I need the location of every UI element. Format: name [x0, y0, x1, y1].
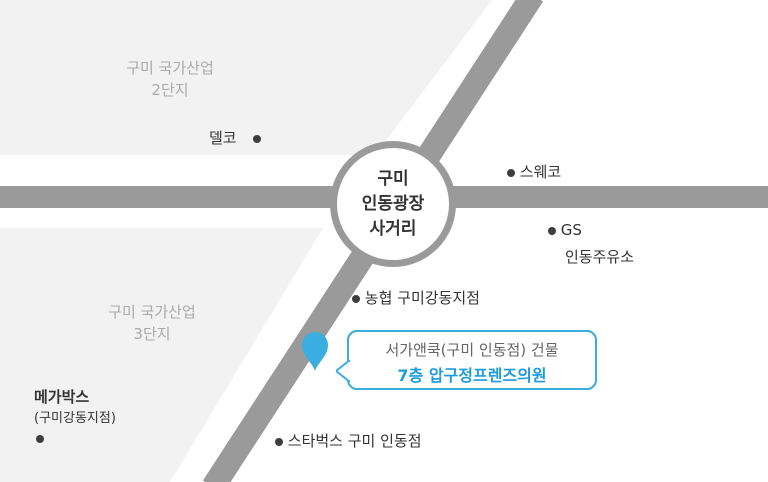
callout-pointer: [336, 360, 350, 382]
hub-line1: 구미: [377, 168, 409, 189]
district-3-name: 구미 국가산업: [108, 303, 196, 321]
district-2: 구미 국가산업 2단지: [90, 57, 250, 101]
starbucks-dot-icon: [275, 437, 283, 446]
megabox-sub-label: (구미강동지점): [34, 411, 116, 426]
block-bottom-left: [0, 228, 323, 482]
starbucks-label: 스타벅스 구미 인동점: [287, 432, 422, 450]
nonghyup-dot-icon: [352, 294, 360, 303]
place-nonghyup: 농협 구미강동지점: [352, 287, 480, 308]
gs-label: GS: [560, 221, 582, 239]
nonghyup-label: 농협 구미강동지점: [364, 289, 480, 307]
place-delco: 델코: [209, 127, 262, 148]
intersection-circle: 구미 인동광장 사거리: [330, 141, 456, 267]
megabox-label: 메가박스: [34, 388, 90, 406]
destination-callout: 서가앤쿡(구미 인동점) 건물 7층 압구정프렌즈의원: [336, 330, 597, 390]
district-2-sub: 2단지: [151, 81, 189, 99]
gs-dot-icon: [548, 226, 556, 235]
delco-dot-icon: [253, 134, 262, 143]
place-gs: GS: [548, 221, 582, 239]
block-top-left: [0, 0, 492, 155]
swako-label: 스웨코: [519, 163, 562, 181]
megabox-dot-icon: [36, 435, 44, 443]
district-2-name: 구미 국가산업: [126, 59, 214, 77]
place-swako: 스웨코: [507, 161, 561, 182]
callout-clinic: 7층 압구정프렌즈의원: [397, 366, 547, 385]
district-3-sub: 3단지: [133, 325, 171, 343]
place-megabox-sub: (구미강동지점): [34, 407, 116, 426]
place-megabox: 메가박스: [34, 386, 89, 407]
gs-sub-label: 인동주유소: [565, 248, 635, 266]
hub-line3: 사거리: [369, 218, 417, 239]
swako-dot-icon: [507, 168, 515, 177]
delco-label: 델코: [209, 129, 237, 147]
place-starbucks: 스타벅스 구미 인동점: [275, 430, 422, 451]
location-pin-icon: [302, 332, 328, 371]
place-gs-sub: 인동주유소: [565, 246, 634, 267]
district-3: 구미 국가산업 3단지: [72, 301, 232, 345]
hub-line2: 인동광장: [361, 193, 425, 214]
callout-building: 서가앤쿡(구미 인동점) 건물: [385, 341, 559, 359]
